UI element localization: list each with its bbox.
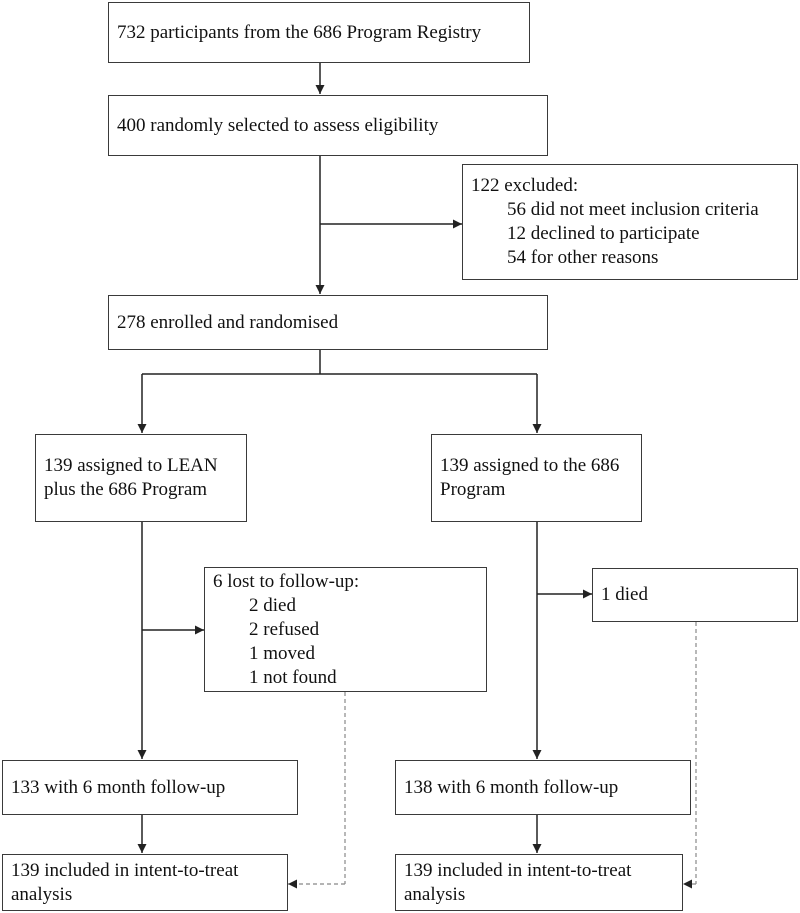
lean-lost-item: 2 refused xyxy=(249,618,320,640)
excluded-box: 122 excluded: 56 did not meet inclusion … xyxy=(462,164,798,280)
control-arm-line1: 139 assigned to the 686 xyxy=(440,455,620,476)
eligibility-text: 400 randomly selected to assess eligibil… xyxy=(117,114,439,136)
eligibility-box: 400 randomly selected to assess eligibil… xyxy=(108,95,548,156)
control-itt-line2: analysis xyxy=(404,883,466,905)
excluded-title: 122 excluded: xyxy=(471,175,579,196)
registry-text: 732 participants from the 686 Program Re… xyxy=(117,21,482,43)
lean-itt-box: 139 included in intent-to-treat analysis xyxy=(2,854,288,911)
lean-lost-box: 6 lost to follow-up: 2 died 2 refused 1 … xyxy=(204,567,487,692)
lean-itt-line1: 139 included in intent-to-treat xyxy=(11,859,239,881)
lean-arm-line1: 139 assigned to LEAN xyxy=(44,455,218,476)
control-followup-text: 138 with 6 month follow-up xyxy=(404,776,619,798)
control-itt-line1: 139 included in intent-to-treat xyxy=(404,859,632,881)
control-arm-line2: Program xyxy=(440,479,506,500)
enrolled-box: 278 enrolled and randomised xyxy=(108,295,548,350)
control-lost-text: 1 died xyxy=(601,584,648,605)
lean-lost-title: 6 lost to follow-up: xyxy=(213,570,360,592)
lean-followup-text: 133 with 6 month follow-up xyxy=(11,776,226,798)
registry-box: 732 participants from the 686 Program Re… xyxy=(108,2,530,63)
lean-lost-item: 2 died xyxy=(249,594,296,616)
lean-followup-box: 133 with 6 month follow-up xyxy=(2,760,298,815)
lean-lost-item: 1 moved xyxy=(249,642,315,664)
excluded-item: 12 declined to participate xyxy=(507,223,700,244)
lean-arm-box: 139 assigned to LEAN plus the 686 Progra… xyxy=(35,434,247,522)
control-itt-box: 139 included in intent-to-treat analysis xyxy=(395,854,683,911)
enrolled-text: 278 enrolled and randomised xyxy=(117,311,339,333)
lean-arm-line2: plus the 686 Program xyxy=(44,479,208,500)
lean-lost-item: 1 not found xyxy=(249,666,337,688)
control-followup-box: 138 with 6 month follow-up xyxy=(395,760,691,815)
control-lost-box: 1 died xyxy=(592,568,798,622)
excluded-item: 54 for other reasons xyxy=(507,247,659,268)
control-arm-box: 139 assigned to the 686 Program xyxy=(431,434,642,522)
lean-itt-line2: analysis xyxy=(11,883,73,905)
excluded-item: 56 did not meet inclusion criteria xyxy=(507,199,759,220)
